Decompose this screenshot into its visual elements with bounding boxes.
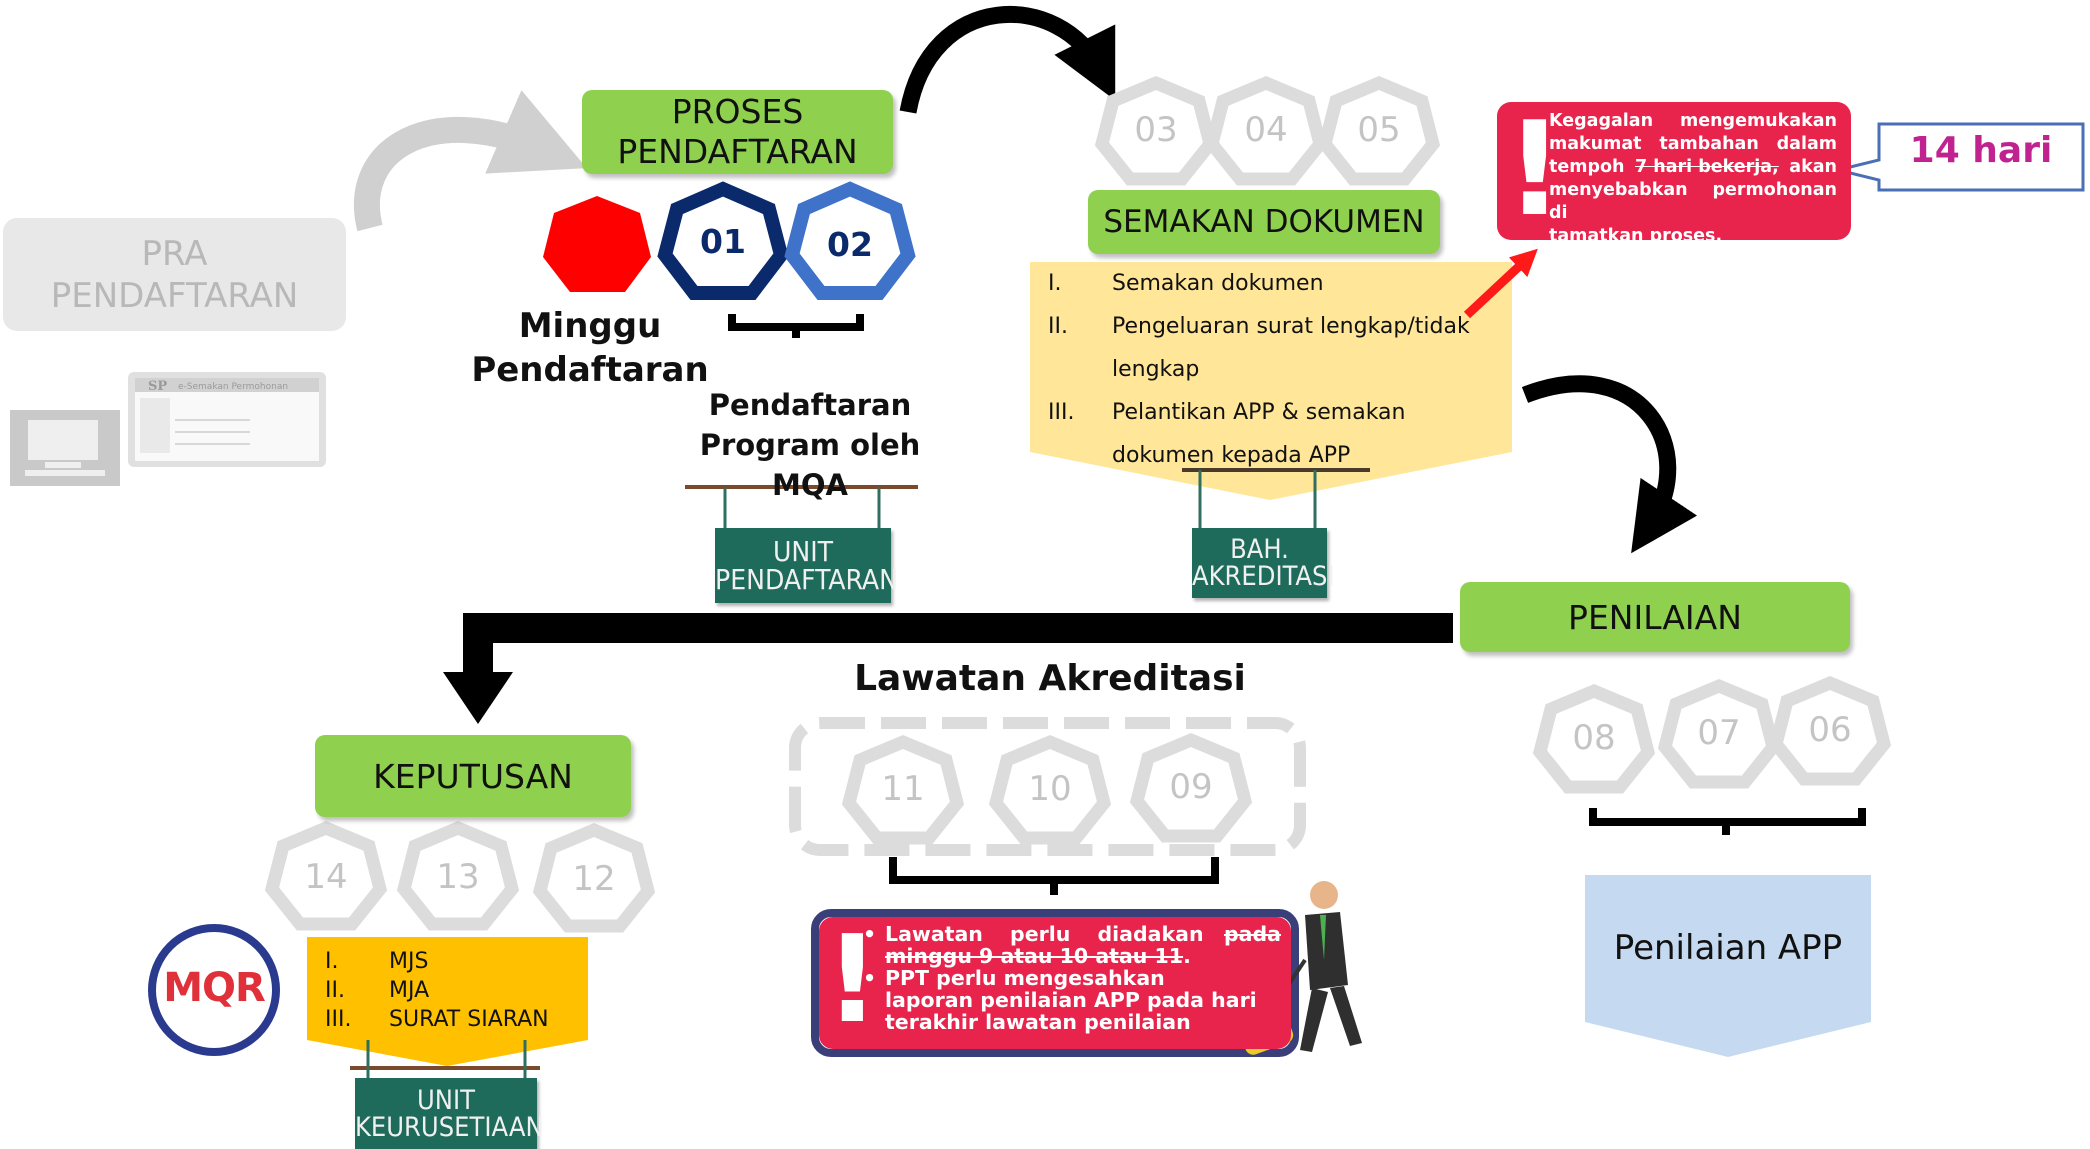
keputusan-box: KEPUTUSAN xyxy=(315,735,631,817)
warning-icon: ! xyxy=(825,911,880,1050)
steps-03-05 xyxy=(1094,75,1441,186)
pendaftaran-program-line1: Pendaftaran xyxy=(708,388,912,422)
semakan-item: III.Pelantikan APP & semakan xyxy=(1048,400,1406,425)
screen-title: e-Semakan Permohonan xyxy=(178,382,288,392)
pra-pendaftaran-box xyxy=(3,218,346,331)
step-14-label: 14 xyxy=(304,857,348,897)
penilaian-title: PENILAIAN xyxy=(1568,597,1742,637)
semakan-item: I.Semakan dokumen xyxy=(1048,271,1324,296)
bracket-01-02 xyxy=(728,314,864,338)
screen-illustration xyxy=(10,372,326,486)
lawatan-alert-border xyxy=(811,909,1299,1057)
steps-12-14 xyxy=(264,820,656,933)
kegagalan-line5: tamatkan proses. xyxy=(1549,226,1723,246)
lawatan-note-2c: terakhir lawatan penilaian xyxy=(885,1010,1191,1034)
semakan-title: SEMAKAN DOKUMEN xyxy=(1103,204,1425,240)
semakan-to-penilaian-arrow xyxy=(1521,375,1698,554)
unit-pendaftaran-line1: UNIT xyxy=(772,534,834,568)
step-10-label: 10 xyxy=(1028,769,1072,809)
mqr-logo xyxy=(148,924,280,1056)
minggu-red-heptagon xyxy=(543,196,651,292)
step-06-label: 06 xyxy=(1808,710,1852,750)
minggu-line2: Pendaftaran xyxy=(471,350,709,390)
unit-keurusetiaan-line2: KEURUSETIAAN xyxy=(355,1111,544,1143)
callout-14-hari: 14 hari xyxy=(1909,130,2053,171)
lawatan-note-2: •PPT perlu mengesahkan xyxy=(863,966,1165,990)
step-01-label: 01 xyxy=(700,222,746,261)
semakan-item: dokumen kepada APP xyxy=(1112,443,1351,468)
steps-09-11 xyxy=(841,732,1253,845)
step-01-shape xyxy=(657,181,789,300)
lawatan-title: Lawatan Akreditasi xyxy=(854,658,1246,699)
bracket-09-11 xyxy=(889,857,1219,895)
pra-pendaftaran-label: PRA PENDAFTARAN xyxy=(3,233,346,317)
penilaian-box: PENILAIAN xyxy=(1460,582,1850,652)
step-12-label: 12 xyxy=(572,859,616,899)
proses-line2: PENDAFTARAN xyxy=(617,132,858,171)
unit-pendaftaran-sign: UNIT PENDAFTARAN xyxy=(715,528,898,603)
keputusan-item: II.MJA xyxy=(325,978,430,1003)
proses-to-semakan-arrow xyxy=(899,6,1116,114)
step-04-label: 04 xyxy=(1244,110,1288,150)
warning-icon: ! xyxy=(1505,93,1565,245)
step-02-shape xyxy=(784,181,916,300)
pra-line1: PRA xyxy=(141,234,208,274)
lawatan-frame xyxy=(789,717,1306,856)
step-05-label: 05 xyxy=(1357,110,1401,150)
proses-line1: PROSES xyxy=(671,92,804,131)
keputusan-item: I.MJS xyxy=(325,949,429,974)
mqr-logo-text: MQR xyxy=(163,965,266,1011)
keputusan-title: KEPUTUSAN xyxy=(373,756,573,796)
step-07-label: 07 xyxy=(1697,713,1741,753)
pra-to-proses-arrow xyxy=(353,90,587,232)
lawatan-note-2b: laporan penilaian APP pada hari xyxy=(885,988,1257,1012)
bah-line1: BAH. xyxy=(1230,534,1289,565)
proses-pendaftaran-box: PROSES PENDAFTARAN xyxy=(582,90,893,174)
semakan-panel xyxy=(1030,262,1512,500)
kegagalan-text: Kegagalan mengemukakan makumat tambahan … xyxy=(1549,110,1837,248)
penilaian-to-keputusan-arrow xyxy=(463,613,1453,672)
semakan-dokumen-box: SEMAKAN DOKUMEN xyxy=(1088,190,1440,254)
red-arrow xyxy=(1463,248,1538,319)
penilaian-app-label: Penilaian APP xyxy=(1613,928,1843,968)
kegagalan-alert: ! Kegagalan mengemukakan makumat tambaha… xyxy=(1497,94,1851,246)
step-13-label: 13 xyxy=(436,857,480,897)
bah-line2: AKREDITASI xyxy=(1192,561,1335,592)
kegagalan-line2: makumat tambahan dalam xyxy=(1549,134,1837,154)
keputusan-panel xyxy=(307,937,588,1066)
keputusan-list: I.MJS II.MJA III.SURAT SIARAN xyxy=(325,947,587,1034)
bah-akreditasi-sign: BAH. AKREDITASI xyxy=(1192,528,1335,598)
unit-keurusetiaan-sign: UNIT KEURUSETIAAN xyxy=(355,1078,544,1149)
kegagalan-line1: Kegagalan mengemukakan xyxy=(1549,111,1837,131)
unit-keurusetiaan-line1: UNIT xyxy=(417,1084,475,1116)
minggu-line1: Minggu xyxy=(518,306,662,346)
kegagalan-line4: menyebabkan permohonan di xyxy=(1549,180,1837,223)
semakan-item: II.Pengeluaran surat lengkap/tidak xyxy=(1048,314,1470,339)
pendaftaran-program-label: Pendaftaran Program oleh MQA xyxy=(660,385,960,505)
penilaian-app-box xyxy=(1585,875,1871,1057)
step-03-label: 03 xyxy=(1134,110,1178,150)
semakan-item: lengkap xyxy=(1112,357,1200,382)
pendaftaran-program-line2: Program oleh MQA xyxy=(699,428,921,502)
semakan-list: I.Semakan dokumen II.Pengeluaran surat l… xyxy=(1048,262,1508,477)
callout-shape xyxy=(1837,122,2085,192)
step-11-label: 11 xyxy=(881,769,925,809)
minggu-pendaftaran-label: Minggu Pendaftaran xyxy=(470,304,710,392)
keputusan-item: III.SURAT SIARAN xyxy=(325,1007,549,1032)
step-02-label: 02 xyxy=(827,225,873,264)
screen-logo: SP xyxy=(148,379,167,394)
bracket-06-08 xyxy=(1589,808,1866,835)
lawatan-note-1b: minggu 9 atau 10 atau 11. xyxy=(885,944,1191,968)
pra-line2: PENDAFTARAN xyxy=(50,276,299,316)
step-08-label: 08 xyxy=(1572,718,1616,758)
step-09-label: 09 xyxy=(1169,767,1213,807)
unit-pendaftaran-line2: PENDAFTARAN xyxy=(715,562,898,596)
steps-06-08 xyxy=(1532,675,1892,794)
